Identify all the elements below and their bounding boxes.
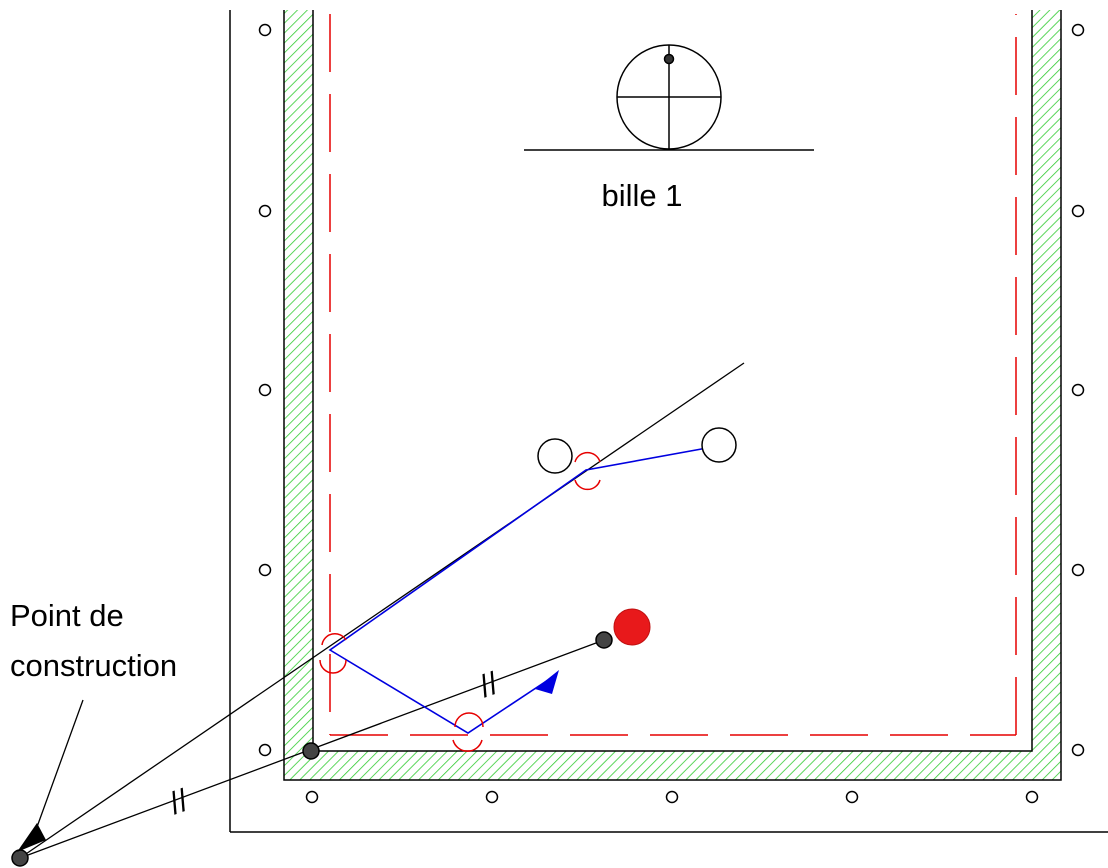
construction-label-line1: Point de bbox=[10, 598, 124, 633]
object-ball-red bbox=[613, 608, 651, 646]
cushion-left bbox=[284, 10, 313, 780]
cushions bbox=[283, 10, 1062, 781]
parallel-mark-upper: // bbox=[475, 665, 504, 704]
ball-1-icon bbox=[524, 44, 814, 151]
ball-ghost-left bbox=[537, 438, 573, 474]
reflection-arcs bbox=[319, 451, 601, 752]
cushion-right bbox=[1032, 10, 1061, 780]
ball-ghost-right bbox=[701, 427, 737, 463]
construction-point bbox=[11, 849, 29, 867]
construction-arrow-icon bbox=[17, 823, 46, 852]
trajectory bbox=[328, 445, 719, 734]
trajectory-arrow-icon bbox=[535, 670, 559, 694]
cushion-outline bbox=[283, 10, 1062, 781]
reflection-lines bbox=[329, 14, 1017, 736]
parallel-mark-lower: // bbox=[165, 782, 194, 821]
ball-1-label: bille 1 bbox=[602, 178, 683, 213]
construction-label-line2: construction bbox=[10, 648, 177, 683]
corner-point bbox=[302, 742, 320, 760]
contact-point bbox=[595, 631, 613, 649]
diamonds bbox=[258, 23, 1085, 804]
cushion-bottom bbox=[284, 751, 1061, 780]
table-frame bbox=[229, 10, 1108, 833]
